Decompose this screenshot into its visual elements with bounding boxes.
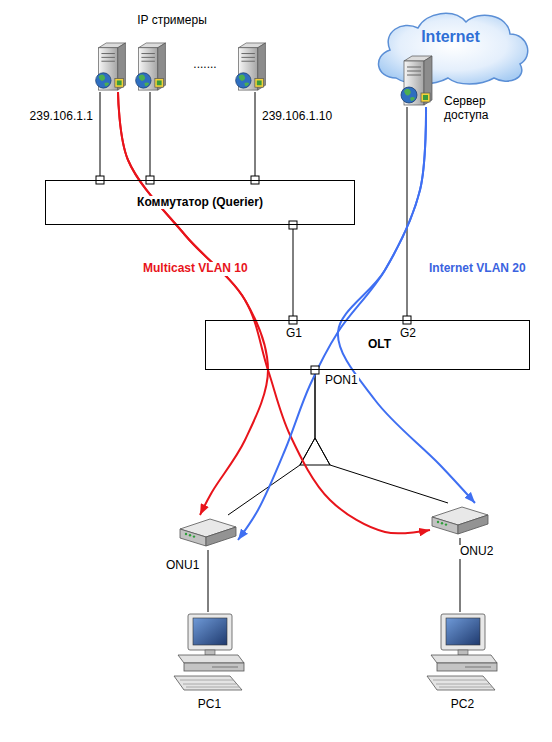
device-label: ONU2 <box>458 545 495 559</box>
internet-flow <box>238 107 426 540</box>
onu-device-shape <box>180 519 236 546</box>
onu-device: ONU2 <box>430 503 490 538</box>
pc-computer-icon <box>425 612 500 694</box>
streamer-wire <box>255 92 256 180</box>
pon-fiber <box>228 370 315 515</box>
access-server-shape <box>401 56 432 105</box>
multicast-flow <box>118 92 268 515</box>
internet-cloud-icon <box>368 6 533 86</box>
switch-box: Коммутатор (Querier) <box>45 180 355 225</box>
vlan-label: Internet VLAN 20 <box>428 262 527 276</box>
ellipsis-mark: ....... <box>192 58 217 72</box>
pc-computer-icon <box>172 612 247 694</box>
group-title: IP стримеры <box>136 14 208 28</box>
pc-computer-shape <box>427 614 497 690</box>
internet-cloud-shape <box>379 13 528 84</box>
vlan-label: Multicast VLAN 10 <box>142 262 249 276</box>
port-square <box>289 221 297 229</box>
cloud-title: Internet <box>419 28 482 46</box>
box-title: OLT <box>366 338 393 352</box>
ip-streamer-icon <box>232 42 272 92</box>
streamer-wire <box>150 92 151 180</box>
multicast-flow <box>118 92 430 533</box>
uplink-wire <box>293 225 294 320</box>
internet-flow <box>338 107 475 503</box>
ip-streamer: 239.106.1.1 <box>92 42 132 92</box>
pon-fiber <box>315 370 448 503</box>
device-label: ONU1 <box>164 559 201 573</box>
ip-streamer-icon <box>92 42 132 92</box>
device-label: 239.106.1.1 <box>28 110 95 124</box>
port-label: PON1 <box>324 374 359 388</box>
device-label: 239.106.1.10 <box>260 110 334 124</box>
device-label: Сервер доступа <box>442 95 512 123</box>
ip-streamer: 239.106.1.10 <box>232 42 272 92</box>
ip-streamer-icon <box>136 43 166 90</box>
onu-device-icon <box>178 515 238 550</box>
pc-computer: PC1 <box>172 612 247 694</box>
olt-box: OLT <box>205 320 530 370</box>
ip-streamer-shape <box>236 43 266 90</box>
device-label: PC2 <box>449 698 476 712</box>
ip-streamer-shape <box>96 43 126 90</box>
onu-device-icon <box>430 503 490 538</box>
pc-computer: PC2 <box>425 612 500 694</box>
port-label: G2 <box>399 327 417 341</box>
streamer-wire <box>100 92 101 180</box>
onu-device: ONU1 <box>178 515 238 550</box>
access-server: Сервер доступа <box>398 55 438 107</box>
onu-device-shape <box>432 507 488 534</box>
splitter-symbol <box>300 438 330 465</box>
lan-wire <box>208 550 209 612</box>
device-label: PC1 <box>196 698 223 712</box>
port-label: G1 <box>285 327 303 341</box>
access-server-icon <box>398 55 438 107</box>
box-title: Коммутатор (Querier) <box>135 196 265 210</box>
uplink-wire <box>407 107 408 320</box>
port-square <box>311 366 319 374</box>
internet-cloud: Internet <box>368 6 533 86</box>
pc-computer-shape <box>174 614 244 690</box>
